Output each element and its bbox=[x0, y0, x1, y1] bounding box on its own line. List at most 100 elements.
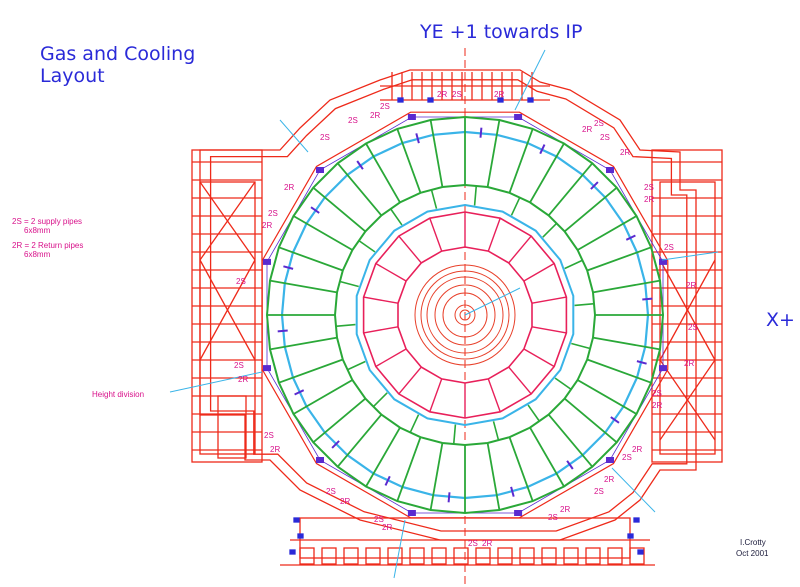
mount-marker bbox=[297, 533, 304, 539]
green-spoke bbox=[396, 128, 422, 194]
magenta-spoke bbox=[487, 378, 501, 413]
chamber-marker bbox=[642, 297, 653, 301]
green-spoke bbox=[508, 436, 534, 502]
legend-line-1: 2S = 2 supply pipes bbox=[12, 217, 82, 226]
green-inner-spoke bbox=[452, 424, 457, 445]
green-spoke bbox=[312, 187, 366, 233]
green-spoke bbox=[586, 246, 652, 272]
pipe-label-top: 2S bbox=[380, 102, 390, 111]
pipe-label-bottom: 2S bbox=[548, 513, 558, 522]
manifold-block bbox=[407, 510, 416, 516]
cradle-foot bbox=[541, 547, 557, 565]
cradle-foot bbox=[497, 547, 513, 565]
height-division-label: Height division bbox=[92, 390, 144, 399]
cross-brace bbox=[199, 181, 256, 261]
magenta-spoke bbox=[508, 235, 532, 264]
pipe-label-top: 2R bbox=[494, 90, 504, 99]
heading: YE +1 towards IP bbox=[419, 21, 583, 43]
cradle-foot bbox=[629, 547, 645, 565]
chamber-marker bbox=[610, 416, 620, 424]
cross-brace bbox=[199, 259, 256, 361]
pipe-label-right: 2R bbox=[684, 359, 694, 368]
pipe-label-right: 2S bbox=[652, 389, 662, 398]
green-inner-spoke bbox=[564, 259, 584, 270]
axis-label-x-plus: X+ bbox=[766, 309, 795, 331]
cross-brace bbox=[659, 359, 716, 441]
cradle-foot bbox=[387, 547, 403, 565]
pipe-label-right: 2R bbox=[644, 195, 654, 204]
mount-marker bbox=[397, 97, 404, 103]
green-spoke bbox=[486, 119, 501, 188]
cradle-foot bbox=[409, 547, 425, 565]
chamber-marker bbox=[447, 492, 451, 503]
green-spoke bbox=[312, 397, 366, 443]
magenta-spoke bbox=[487, 217, 501, 252]
green-inner-spoke bbox=[492, 421, 500, 441]
manifold-block bbox=[407, 114, 416, 120]
pipe-label-bottom: 2R bbox=[632, 445, 642, 454]
support-frame bbox=[191, 69, 723, 566]
cradle-foot bbox=[321, 547, 337, 565]
pipe-label-bottom: 2S bbox=[468, 539, 478, 548]
pointer-line bbox=[661, 251, 719, 261]
green-inner-spoke bbox=[430, 189, 438, 209]
magenta-spoke bbox=[531, 296, 567, 304]
green-spoke bbox=[337, 414, 383, 468]
pointer-line bbox=[279, 119, 309, 153]
chamber-marker bbox=[625, 234, 636, 241]
magenta-spoke bbox=[531, 326, 567, 334]
green-spoke bbox=[365, 427, 401, 487]
mount-marker bbox=[627, 533, 634, 539]
pipe-label-top: 2R bbox=[370, 111, 380, 120]
endcap-wheel bbox=[261, 48, 669, 587]
mount-marker bbox=[637, 549, 644, 555]
manifold-block bbox=[659, 258, 667, 265]
left-tower-inner bbox=[199, 181, 256, 455]
green-spoke bbox=[486, 442, 501, 511]
chamber-marker bbox=[510, 486, 515, 497]
green-spoke bbox=[278, 246, 344, 272]
green-inner-spoke bbox=[574, 302, 595, 307]
mount-marker bbox=[293, 517, 300, 523]
green-spoke bbox=[269, 279, 338, 294]
magenta-spoke bbox=[508, 366, 532, 395]
pipe-label-top: 2S bbox=[452, 90, 462, 99]
mount-marker bbox=[497, 97, 504, 103]
magenta-spoke bbox=[398, 366, 422, 395]
cradle-foot bbox=[607, 547, 623, 565]
green-inner-spoke bbox=[358, 239, 376, 253]
chamber-marker bbox=[277, 329, 288, 333]
green-spoke bbox=[547, 162, 593, 216]
pipe-label-bottom: 2R bbox=[340, 497, 350, 506]
green-spoke bbox=[592, 336, 661, 351]
pipe-label-top: 2S bbox=[594, 119, 604, 128]
right-tower-inner bbox=[659, 181, 716, 455]
central-ring bbox=[434, 284, 496, 346]
chamber-marker bbox=[590, 181, 599, 190]
cross-brace bbox=[659, 259, 716, 361]
pointer-line bbox=[393, 519, 406, 579]
green-inner-spoke bbox=[346, 360, 366, 371]
cradle-foot bbox=[299, 547, 315, 565]
pipe-label-left: 2R bbox=[284, 183, 294, 192]
legend-line-4: 6x8mm bbox=[24, 250, 51, 259]
green-spoke bbox=[293, 379, 353, 415]
green-inner-spoke bbox=[554, 377, 572, 391]
chamber-marker bbox=[283, 265, 294, 270]
cradle-foot bbox=[453, 547, 469, 565]
green-inner-spoke bbox=[510, 196, 521, 216]
pipe-label-top: 2R bbox=[620, 148, 630, 157]
chamber-marker bbox=[415, 133, 420, 144]
central-ring bbox=[459, 309, 471, 321]
pipe-label-bottom: 2S bbox=[374, 515, 384, 524]
magenta-spoke bbox=[398, 235, 422, 264]
pipe-label-top: 2S bbox=[320, 133, 330, 142]
green-inner-spoke bbox=[542, 222, 558, 238]
manifold-block bbox=[316, 457, 324, 463]
gas-rack-box bbox=[217, 395, 247, 459]
cradle-foot bbox=[475, 547, 491, 565]
cradle-foot bbox=[519, 547, 535, 565]
green-spoke bbox=[269, 336, 338, 351]
central-ring bbox=[420, 270, 510, 360]
pipe-label-bottom: 2S bbox=[326, 487, 336, 496]
